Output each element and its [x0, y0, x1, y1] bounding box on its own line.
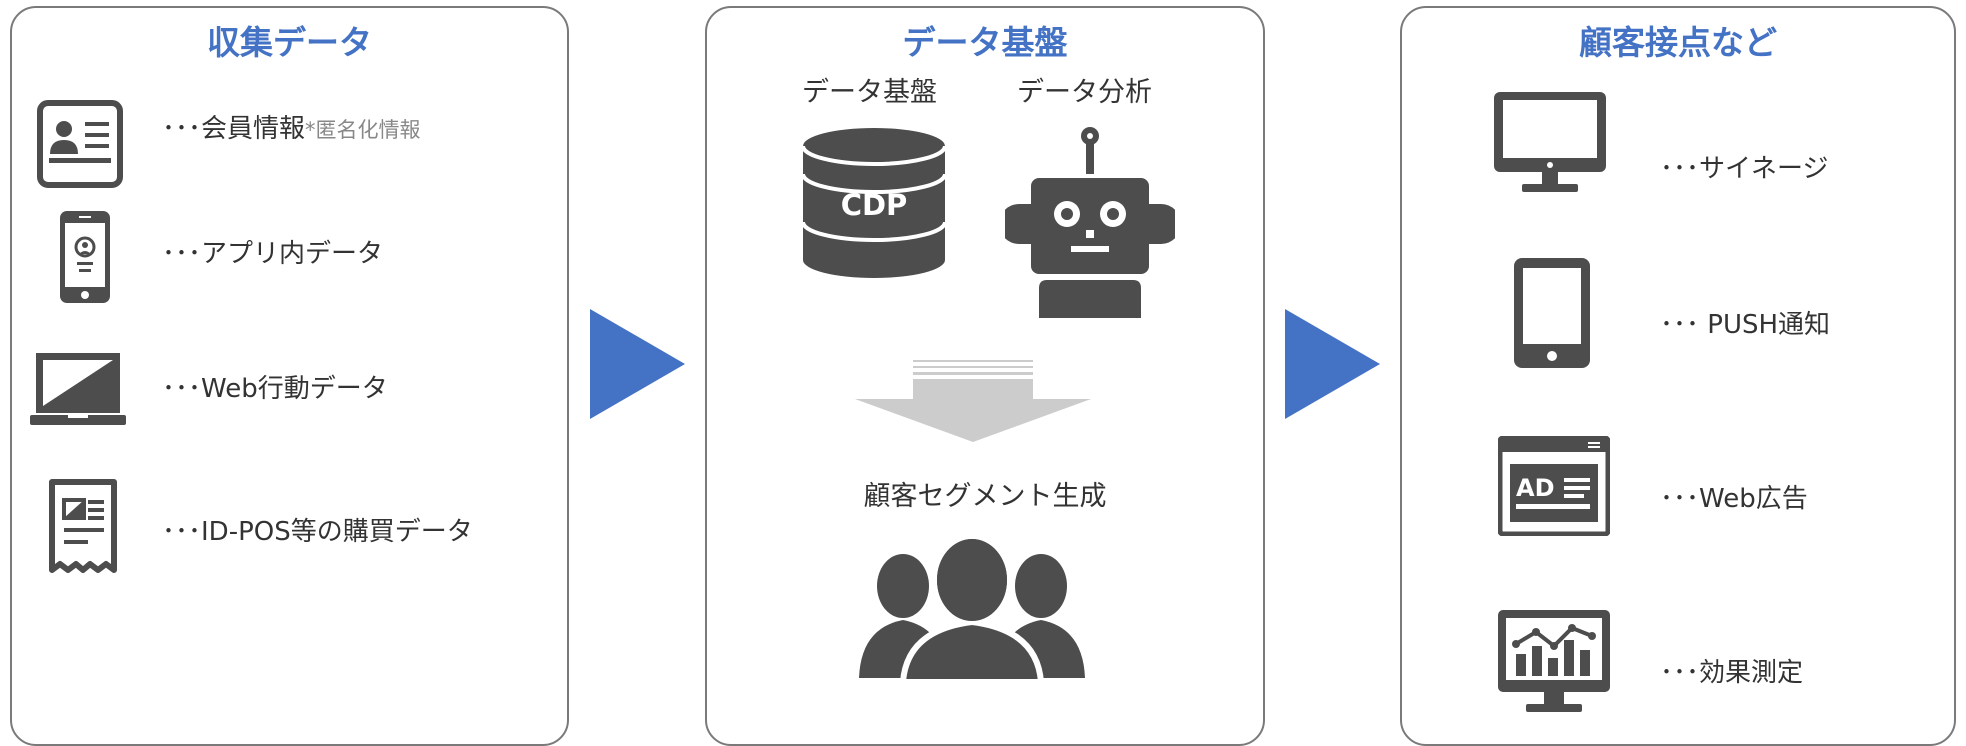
monitor-icon: [1494, 92, 1606, 194]
cdp-caption: データ基盤: [802, 77, 937, 108]
database-icon: CDP: [803, 128, 945, 278]
svg-text:AD: AD: [1516, 474, 1555, 502]
flow-arrow-right: [1285, 309, 1380, 419]
list-item-app-data: ･･･アプリ内データ: [162, 239, 384, 269]
ad-icon: AD: [1498, 436, 1610, 536]
list-item-member-info: ･･･会員情報*匿名化情報: [162, 114, 421, 144]
collected-data-panel: 収集データ ･･･会員情報*匿名化情報 ･･･ア: [10, 6, 569, 746]
panel-title: 収集データ: [207, 23, 372, 62]
list-item-pos-data: ･･･ID-POS等の購買データ: [162, 517, 473, 547]
segment-label: 顧客セグメント生成: [863, 481, 1107, 512]
laptop-icon: [30, 353, 126, 427]
anonymized-note: *匿名化情報: [305, 118, 421, 142]
receipt-icon: [48, 478, 118, 578]
customer-touchpoints-panel: 顧客接点など ･･･サイネージ ･･･ PUSH通知 AD: [1400, 6, 1956, 746]
people-group-icon: [857, 536, 1087, 682]
list-item-web-ad: ･･･Web広告: [1660, 484, 1808, 514]
down-arrow-icon: [855, 360, 1091, 444]
list-item-signage: ･･･サイネージ: [1660, 154, 1829, 184]
flow-arrow-right: [590, 309, 685, 419]
smartphone-icon: [59, 210, 111, 304]
list-item-effect-measurement: ･･･効果測定: [1660, 658, 1804, 688]
panel-title: 顧客接点など: [1579, 23, 1777, 62]
list-item-web-behavior: ･･･Web行動データ: [162, 374, 388, 404]
tablet-icon: [1514, 258, 1590, 368]
list-item-push-notification: ･･･ PUSH通知: [1660, 310, 1831, 340]
analysis-caption: データ分析: [1017, 77, 1152, 108]
data-platform-panel: データ基盤 データ基盤 データ分析 CDP: [705, 6, 1265, 746]
analytics-monitor-icon: [1498, 610, 1610, 714]
robot-icon: [1005, 126, 1175, 318]
cdp-label: CDP: [840, 188, 908, 222]
id-card-icon: [37, 100, 123, 188]
panel-title: データ基盤: [902, 23, 1068, 62]
